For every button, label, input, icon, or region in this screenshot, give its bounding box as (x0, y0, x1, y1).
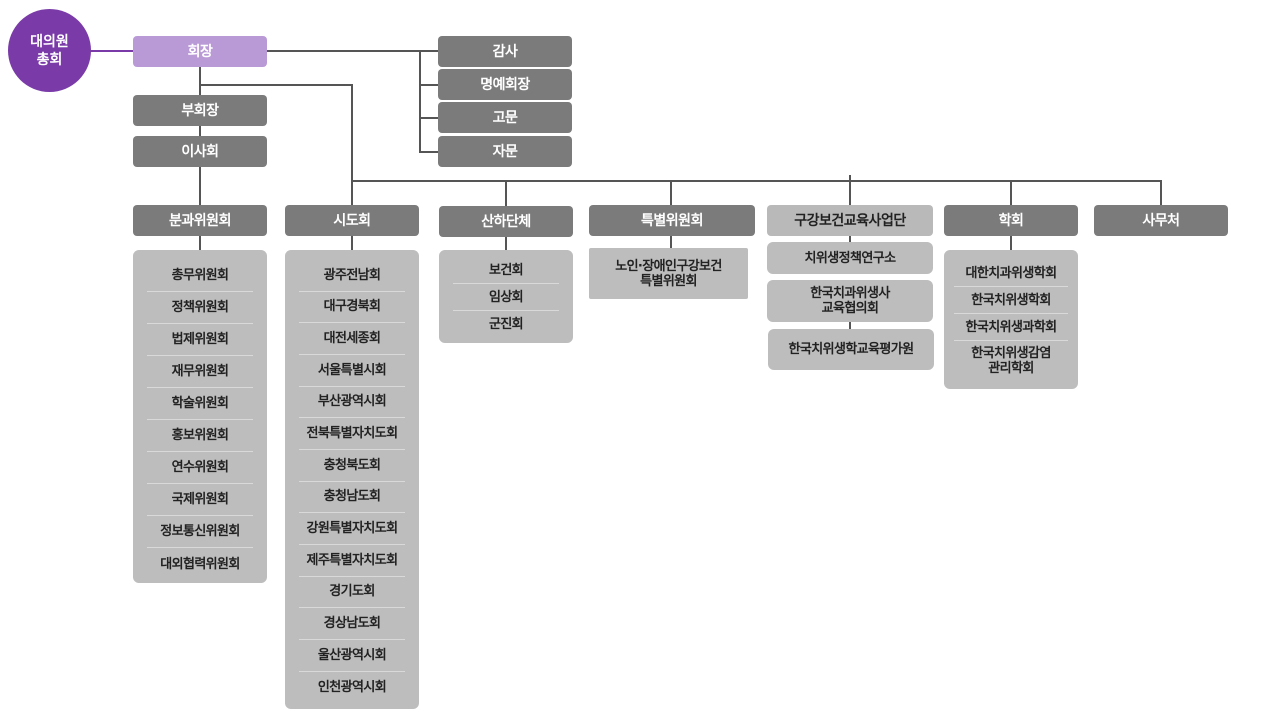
societies-header: 학회 (944, 205, 1078, 236)
list-item: 충청남도회 (299, 481, 405, 513)
list-item: 대구경북회 (299, 291, 405, 323)
list-item: 노인·장애인구강보건 특별위원회 (615, 258, 722, 289)
oral-health-connector (849, 322, 851, 329)
division-drop (1160, 180, 1162, 206)
list-item: 충청북도회 (299, 450, 405, 482)
secretariat-node: 사무처 (1094, 205, 1228, 236)
list-item: 인천광역시회 (317, 679, 387, 695)
division-drop (849, 175, 851, 206)
advisory-branch (419, 84, 439, 86)
list-item: 홍보위원회 (147, 420, 253, 452)
affiliates-panel: 보건회 임상회 군진회 (439, 250, 573, 343)
list-item: 제주특별자치도회 (299, 545, 405, 577)
advisory-branch (419, 117, 439, 119)
division-drop (351, 236, 353, 250)
list-item: 보건회 (453, 257, 559, 284)
list-item: 서울특별시회 (299, 355, 405, 387)
list-item: 정책위원회 (147, 292, 253, 324)
special-committee-header: 특별위원회 (589, 205, 755, 236)
list-item: 치위생정책연구소 (804, 250, 896, 266)
division-bus (351, 180, 1161, 182)
division-drop (670, 236, 672, 248)
division-drop (505, 180, 507, 206)
list-item: 한국치위생학회 (954, 287, 1068, 314)
list-item: 부산광역시회 (299, 386, 405, 418)
committees-panel: 총무위원회 정책위원회 법제위원회 재무위원회 학술위원회 홍보위원회 연수위원… (133, 250, 267, 583)
oral-health-item: 치위생정책연구소 (767, 242, 933, 274)
advisor-node: 고문 (438, 102, 572, 133)
oral-health-item: 한국치위생학교육평가원 (768, 329, 934, 370)
division-drop (199, 236, 201, 250)
vice-president-node: 부회장 (133, 95, 267, 126)
branch-connector (351, 84, 353, 205)
advisory-spine (419, 50, 421, 152)
list-item: 대전세종회 (299, 323, 405, 355)
division-drop (1010, 180, 1012, 206)
list-item: 임상회 (453, 284, 559, 311)
oral-health-header: 구강보건교육사업단 (767, 205, 933, 236)
list-item: 경기도회 (299, 576, 405, 608)
regions-panel: 광주전남회 대구경북회 대전세종회 서울특별시회 부산광역시회 전북특별자치도회… (285, 250, 419, 709)
list-item: 전북특별자치도회 (299, 418, 405, 450)
list-item: 군진회 (488, 317, 524, 332)
advisor-node: 자문 (438, 136, 572, 167)
division-drop (1010, 236, 1012, 250)
division-drop (505, 236, 507, 250)
division-drop (670, 180, 672, 206)
list-item: 정보통신위원회 (147, 516, 253, 548)
president-node: 회장 (133, 36, 267, 67)
list-item: 법제위원회 (147, 324, 253, 356)
list-item: 재무위원회 (147, 356, 253, 388)
list-item: 학술위원회 (147, 388, 253, 420)
oral-health-item: 한국치과위생사 교육협의회 (767, 280, 933, 322)
list-item: 강원특별자치도회 (299, 513, 405, 545)
branch-connector (199, 84, 352, 86)
list-item: 대외협력위원회 (160, 556, 240, 572)
advisor-node: 명예회장 (438, 69, 572, 100)
regions-header: 시도회 (285, 205, 419, 236)
advisory-branch (419, 151, 439, 153)
list-item: 경상남도회 (299, 608, 405, 640)
advisor-node: 감사 (438, 36, 572, 67)
board-node: 이사회 (133, 136, 267, 167)
assembly-connector (90, 50, 133, 52)
committees-header: 분과위원회 (133, 205, 267, 236)
list-item: 연수위원회 (147, 452, 253, 484)
list-item: 한국치위생과학회 (954, 314, 1068, 341)
societies-panel: 대한치과위생학회 한국치위생학회 한국치위생과학회 한국치위생감염 관리학회 (944, 250, 1078, 389)
list-item: 국제위원회 (147, 484, 253, 516)
list-item: 울산광역시회 (299, 640, 405, 672)
assembly-node: 대의원 총회 (8, 9, 91, 92)
list-item: 한국치위생감염 관리학회 (971, 346, 1051, 376)
list-item: 광주전남회 (299, 260, 405, 292)
list-item: 대한치과위생학회 (954, 260, 1068, 287)
advisory-connector (266, 50, 439, 52)
special-committee-panel: 노인·장애인구강보건 특별위원회 (589, 248, 748, 299)
list-item: 한국치위생학교육평가원 (788, 342, 915, 357)
affiliates-header: 산하단체 (439, 206, 573, 237)
list-item: 한국치과위생사 교육협의회 (810, 286, 890, 316)
list-item: 총무위원회 (147, 260, 253, 292)
division-drop (849, 236, 851, 242)
